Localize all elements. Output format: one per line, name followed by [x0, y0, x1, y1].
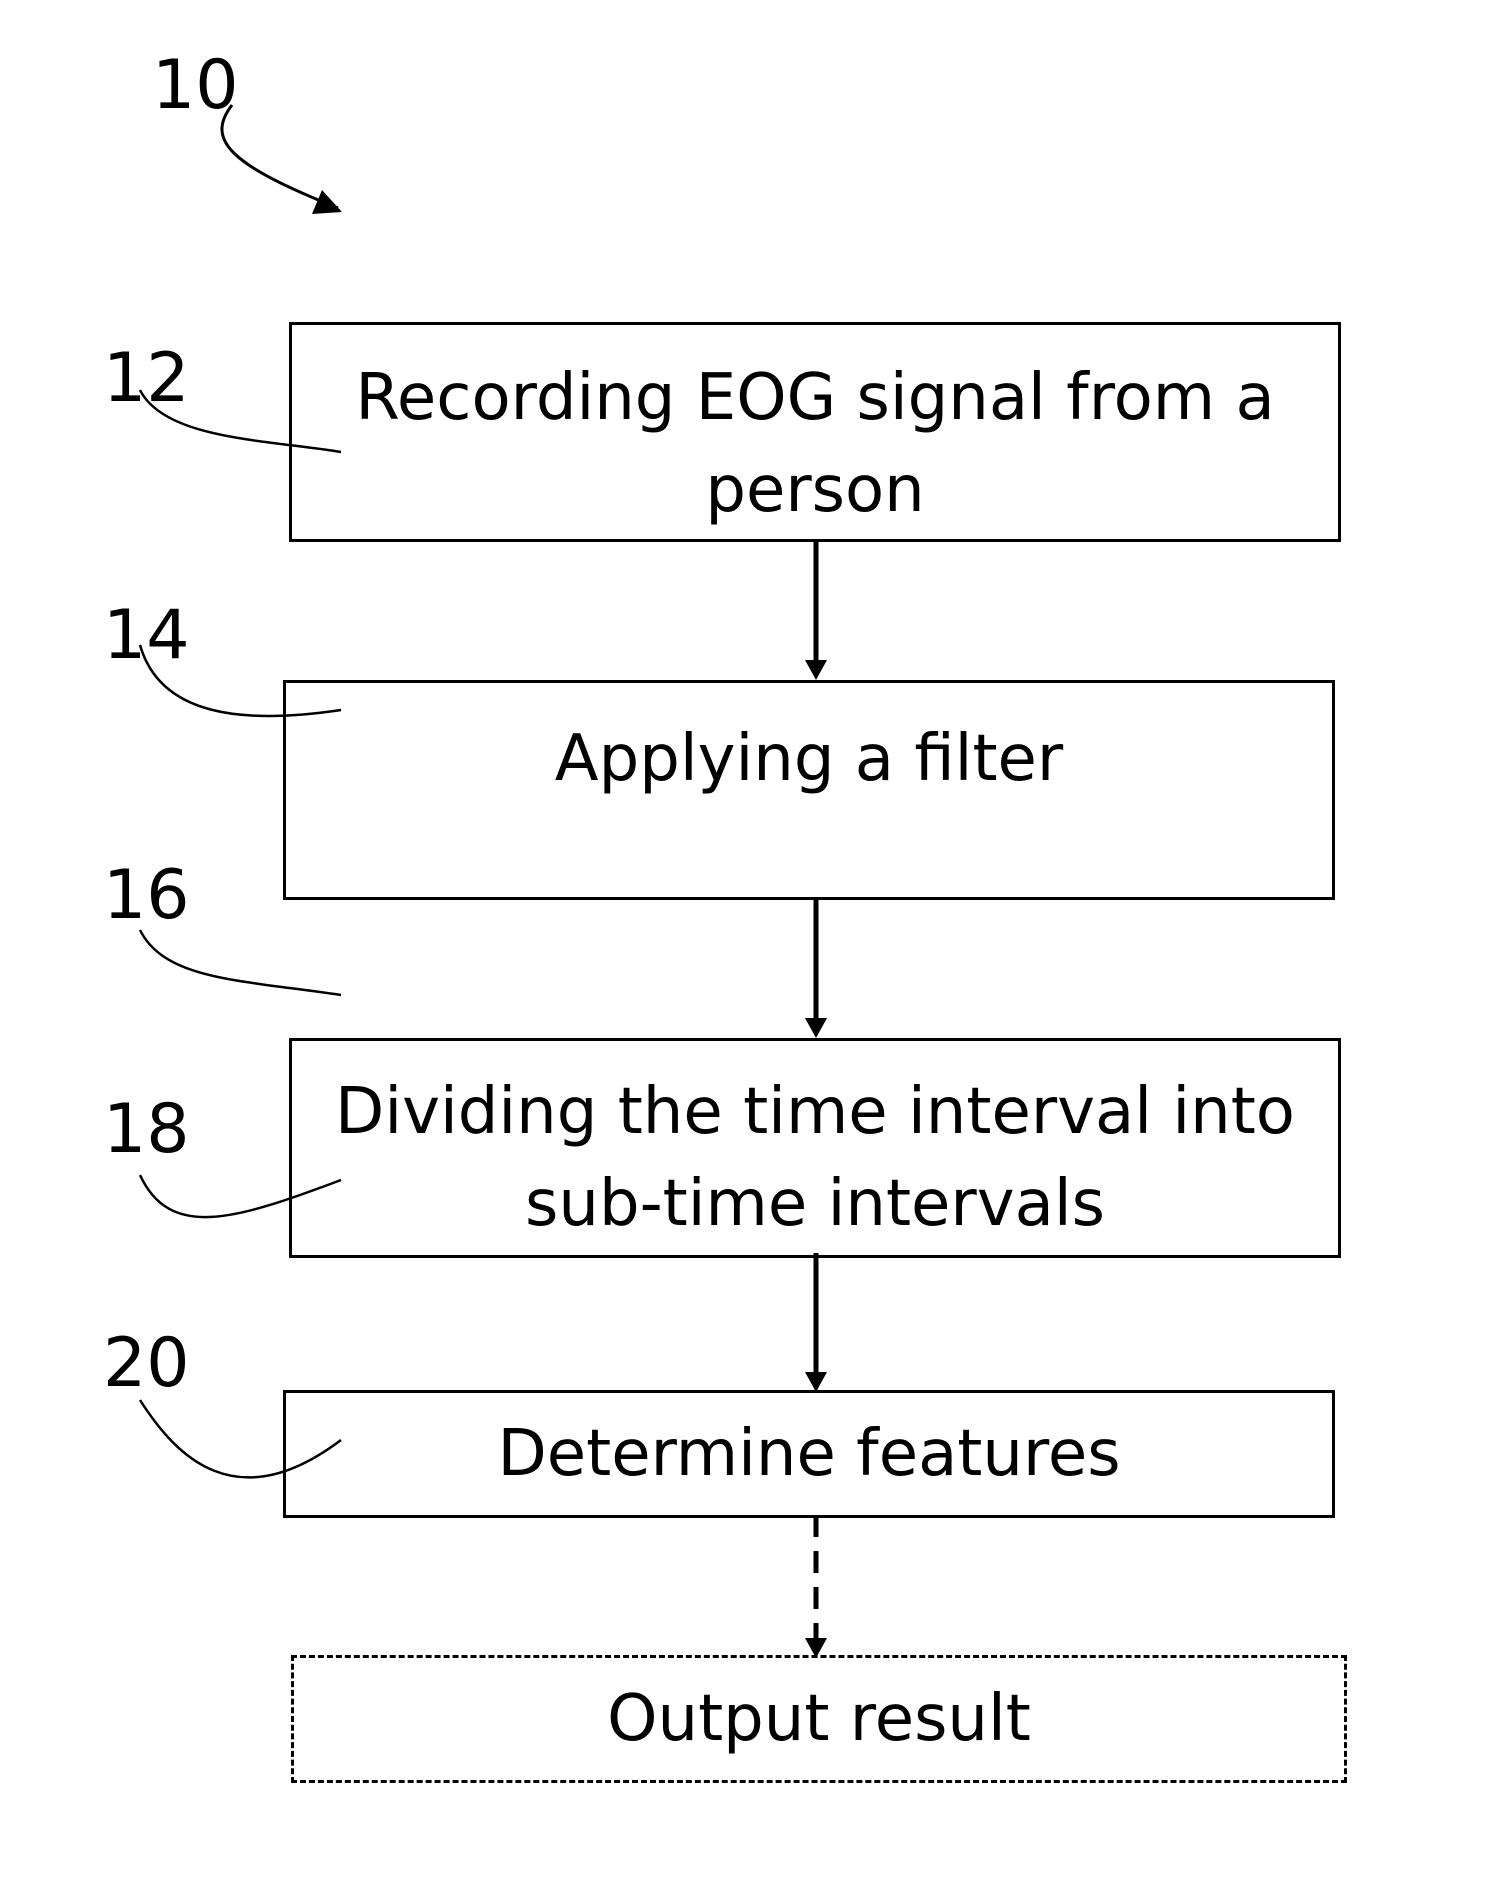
step-text-filter: Applying a filter [555, 713, 1063, 805]
ref-numeral-20: 20 [103, 1330, 190, 1398]
step-box-features: Determine features [283, 1390, 1335, 1518]
arrowhead-12-to-14 [805, 660, 827, 680]
ref-numeral-12: 12 [103, 345, 190, 413]
leader-line-10 [222, 105, 338, 208]
output-box-dashed: Output result [291, 1655, 1347, 1783]
leader-line-16 [140, 930, 341, 995]
step-box-recording: Recording EOG signal from a person [289, 322, 1341, 542]
step-box-filter: Applying a filter [283, 680, 1335, 900]
step-text-recording-line2: person [355, 444, 1274, 536]
step-text-dividing-line2: sub-time intervals [335, 1158, 1295, 1250]
ref-numeral-16: 16 [103, 862, 190, 930]
output-text: Output result [607, 1673, 1031, 1765]
ref-numeral-10: 10 [152, 52, 239, 120]
step-text-recording-line1: Recording EOG signal from a [355, 352, 1274, 444]
ref-numeral-14: 14 [103, 602, 190, 670]
step-text-features: Determine features [497, 1408, 1120, 1500]
arrowhead-10 [312, 190, 342, 214]
step-text-dividing-line1: Dividing the time interval into [335, 1066, 1295, 1158]
ref-numeral-18: 18 [103, 1096, 190, 1164]
step-box-dividing: Dividing the time interval into sub-time… [289, 1038, 1341, 1258]
arrowhead-18-to-20 [805, 1372, 827, 1392]
arrowhead-14-to-18 [805, 1018, 827, 1038]
